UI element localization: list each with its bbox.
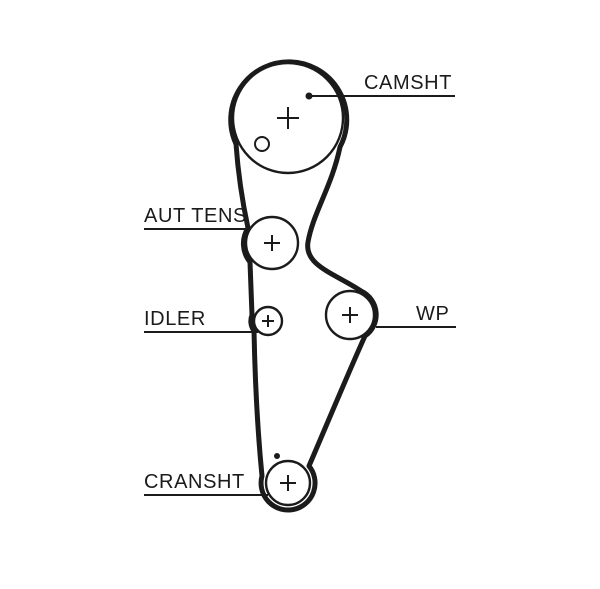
- tensioner-pulley: [244, 215, 300, 271]
- camshaft-label: CAMSHT: [364, 72, 452, 94]
- camshaft-pulley: [231, 61, 345, 175]
- water-pump-label: WP: [416, 303, 449, 325]
- crankshaft-pulley: [264, 453, 312, 507]
- water-pump-callout: WP: [376, 303, 456, 328]
- idler-callout: IDLER: [144, 308, 258, 333]
- camshaft-cross-icon: [277, 107, 299, 129]
- idler-label: IDLER: [144, 308, 206, 330]
- crankshaft-timing-dot-icon: [274, 453, 280, 459]
- crankshaft-label: CRANSHT: [144, 471, 245, 493]
- tensioner-label: AUT TENS: [144, 205, 247, 227]
- crankshaft-cross-icon: [280, 475, 296, 491]
- crankshaft-callout: CRANSHT: [144, 471, 268, 496]
- tensioner-cross-icon: [264, 235, 280, 251]
- camshaft-hole-icon: [254, 136, 270, 152]
- idler-cross-icon: [262, 315, 274, 327]
- tensioner-callout: AUT TENS: [144, 205, 249, 230]
- camshaft-callout: CAMSHT: [305, 72, 455, 100]
- idler-pulley: [252, 305, 284, 337]
- water-pump-cross-icon: [342, 307, 358, 323]
- timing-belt-path: [228, 59, 379, 513]
- water-pump-pulley: [324, 289, 376, 341]
